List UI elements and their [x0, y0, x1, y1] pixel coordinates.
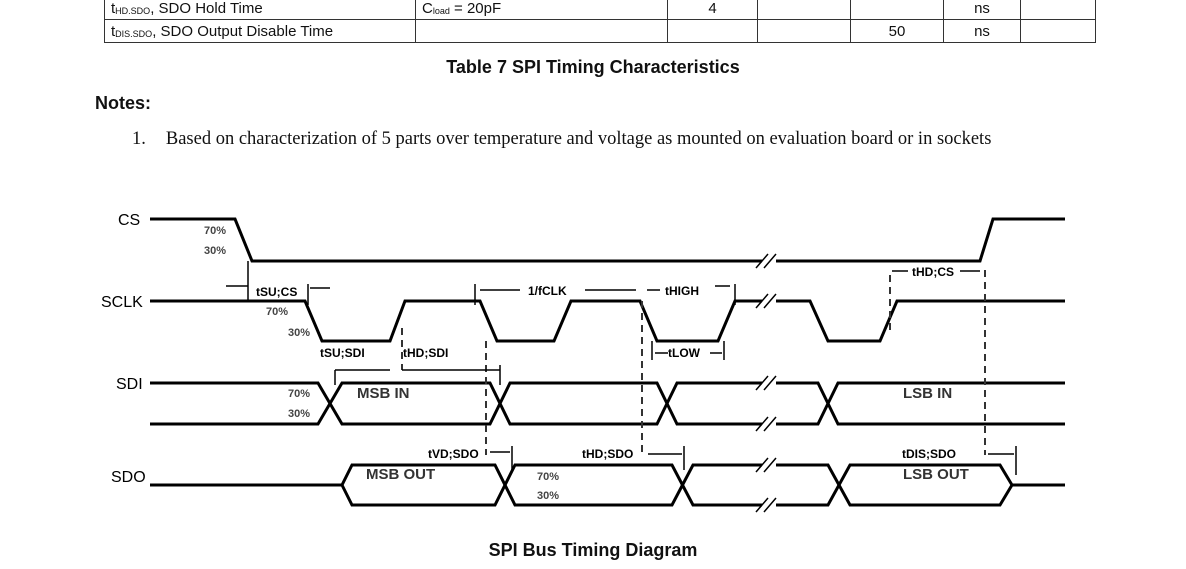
signal-label-sclk: SCLK — [101, 294, 143, 311]
label-thd-sdi: tHD;SDI — [403, 346, 448, 360]
label-lsb-out: LSB OUT — [903, 466, 969, 483]
pct-30-cs: 30% — [204, 245, 226, 257]
signal-label-cs: CS — [118, 212, 140, 229]
label-lsb-in: LSB IN — [903, 385, 952, 402]
note-item: 1.Based on characterization of 5 parts o… — [132, 129, 992, 149]
min-cell — [667, 19, 758, 43]
label-thd-cs: tHD;CS — [912, 265, 954, 279]
table-caption: Table 7 SPI Timing Characteristics — [446, 57, 740, 77]
label-msb-out: MSB OUT — [366, 466, 435, 483]
sclk-waveform — [150, 299, 1065, 343]
spi-timing-table: tHD.SDO, SDO Hold Time Cload = 20pF 4 ns… — [104, 0, 1096, 43]
pct-30-sclk: 30% — [288, 327, 310, 339]
label-tlow: tLOW — [668, 346, 701, 360]
table-row: tDIS.SDO, SDO Output Disable Time 50 ns — [104, 19, 1096, 43]
break-marks — [755, 253, 777, 513]
label-tsu-cs: tSU;CS — [256, 285, 297, 299]
signal-label-sdo: SDO — [111, 469, 146, 486]
label-tvd-sdo: tVD;SDO — [428, 447, 479, 461]
sdo-bottom — [340, 463, 1014, 507]
param-cell: tDIS.SDO, SDO Output Disable Time — [104, 19, 416, 43]
notes-cell — [1020, 19, 1096, 43]
sdi-bottom — [150, 381, 1065, 426]
label-msb-in: MSB IN — [357, 385, 410, 402]
unit-cell: ns — [943, 19, 1021, 43]
notes-heading: Notes: — [95, 93, 152, 113]
pct-70-sdo: 70% — [537, 471, 559, 483]
pct-30-sdo: 30% — [537, 490, 559, 502]
timing-arrows — [226, 261, 1017, 475]
signal-label-sdi: SDI — [116, 376, 143, 393]
max-cell: 50 — [850, 19, 944, 43]
label-thigh: tHIGH — [665, 284, 699, 298]
pct-30-sdi: 30% — [288, 408, 310, 420]
pct-70-sclk: 70% — [266, 306, 288, 318]
label-tsu-sdi: tSU;SDI — [320, 346, 365, 360]
pct-70-sdi: 70% — [288, 388, 310, 400]
label-thd-sdo: tHD;SDO — [582, 447, 633, 461]
param-cell: tHD.SDO, SDO Hold Time — [104, 0, 416, 20]
label-period: 1/fCLK — [528, 284, 567, 298]
label-tdis-sdo: tDIS;SDO — [902, 447, 956, 461]
diagram-caption: SPI Bus Timing Diagram — [488, 540, 698, 560]
condition-cell — [415, 19, 668, 43]
cs-waveform — [150, 217, 1065, 263]
pct-70-cs: 70% — [204, 225, 226, 237]
timing-guides — [401, 270, 986, 455]
